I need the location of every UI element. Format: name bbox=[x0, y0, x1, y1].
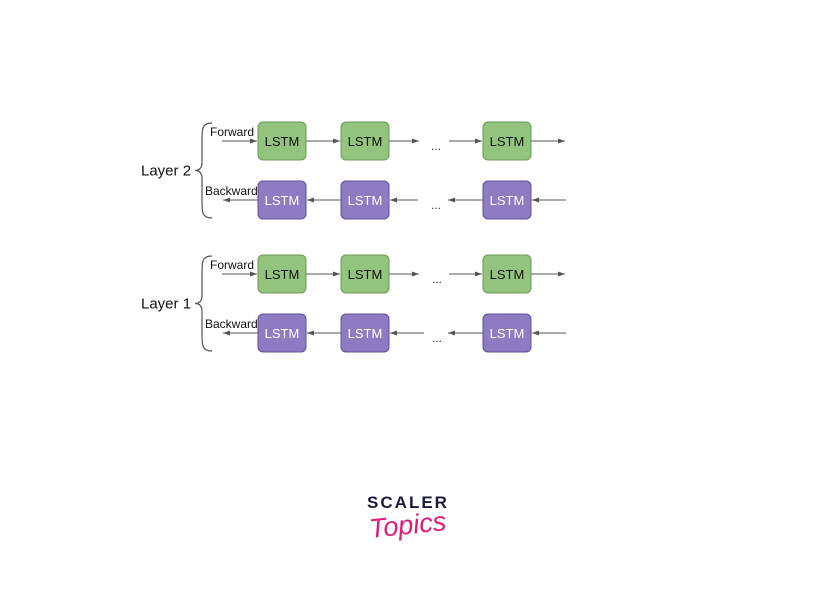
backward-cell-label: LSTM bbox=[490, 326, 525, 341]
forward-cell-label: LSTM bbox=[348, 134, 383, 149]
backward-lstm-cell: LSTM bbox=[482, 313, 532, 353]
forward-lstm-cell: LSTM bbox=[482, 254, 532, 294]
forward-cell-box bbox=[257, 121, 307, 161]
forward-cell-label: LSTM bbox=[490, 134, 525, 149]
scaler-topics-logo: SCALER Topics bbox=[367, 493, 449, 544]
layer-brace bbox=[194, 122, 213, 219]
backward-cell-box bbox=[257, 313, 307, 353]
backward-ellipsis: ... bbox=[432, 331, 442, 345]
backward-lstm-cell: LSTM bbox=[340, 313, 390, 353]
forward-cell-box bbox=[340, 254, 390, 294]
forward-cell-box bbox=[482, 121, 532, 161]
forward-lstm-cell: LSTM bbox=[257, 254, 307, 294]
forward-cell-label: LSTM bbox=[490, 267, 525, 282]
backward-cell-box bbox=[482, 180, 532, 220]
backward-row: Backward... LSTM LSTM LSTM bbox=[205, 313, 566, 353]
backward-lstm-cell: LSTM bbox=[482, 180, 532, 220]
backward-cell-box bbox=[340, 313, 390, 353]
forward-label: Forward bbox=[210, 258, 254, 272]
forward-ellipsis: ... bbox=[432, 272, 442, 286]
backward-cell-label: LSTM bbox=[348, 326, 383, 341]
backward-label: Backward bbox=[205, 317, 258, 331]
backward-cell-box bbox=[257, 180, 307, 220]
backward-cell-label: LSTM bbox=[265, 326, 300, 341]
forward-lstm-cell: LSTM bbox=[340, 254, 390, 294]
forward-cell-label: LSTM bbox=[265, 267, 300, 282]
layer-brace bbox=[194, 255, 213, 352]
backward-lstm-cell: LSTM bbox=[257, 313, 307, 353]
forward-row: Forward... LSTM LSTM LSTM bbox=[210, 254, 565, 294]
backward-label: Backward bbox=[205, 184, 258, 198]
forward-ellipsis: ... bbox=[431, 139, 441, 153]
backward-cell-box bbox=[340, 180, 390, 220]
forward-cell-label: LSTM bbox=[348, 267, 383, 282]
backward-row: Backward... LSTM LSTM LSTM bbox=[205, 180, 566, 220]
backward-ellipsis: ... bbox=[431, 198, 441, 212]
backward-cell-label: LSTM bbox=[265, 193, 300, 208]
layer-label: Layer 2 bbox=[141, 163, 191, 180]
forward-row: Forward... LSTM LSTM LSTM bbox=[210, 121, 565, 161]
forward-label: Forward bbox=[210, 125, 254, 139]
forward-cell-label: LSTM bbox=[265, 134, 300, 149]
backward-cell-label: LSTM bbox=[348, 193, 383, 208]
forward-lstm-cell: LSTM bbox=[482, 121, 532, 161]
layer-label: Layer 1 bbox=[141, 296, 191, 313]
forward-cell-box bbox=[257, 254, 307, 294]
backward-cell-box bbox=[482, 313, 532, 353]
logo-scaler-text: SCALER bbox=[367, 493, 449, 512]
backward-cell-label: LSTM bbox=[490, 193, 525, 208]
forward-cell-box bbox=[340, 121, 390, 161]
forward-lstm-cell: LSTM bbox=[340, 121, 390, 161]
forward-cell-box bbox=[482, 254, 532, 294]
backward-lstm-cell: LSTM bbox=[257, 180, 307, 220]
forward-lstm-cell: LSTM bbox=[257, 121, 307, 161]
backward-lstm-cell: LSTM bbox=[340, 180, 390, 220]
